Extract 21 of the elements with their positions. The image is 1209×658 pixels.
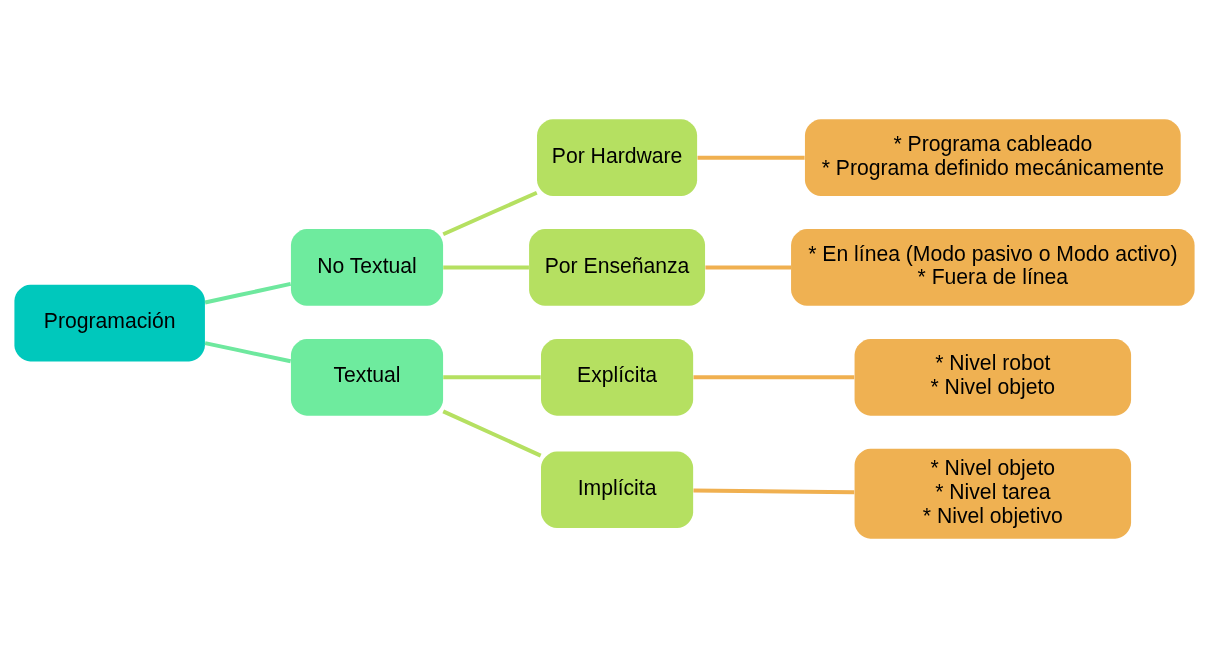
node-box: Por Enseñanza xyxy=(529,229,706,306)
node-box: Implícita xyxy=(541,451,694,529)
node-box: Programación xyxy=(14,284,205,362)
node-box: Textual xyxy=(290,338,444,416)
connector xyxy=(697,155,805,160)
connector xyxy=(204,341,292,364)
node-box: * Nivel robot * Nivel objeto xyxy=(854,338,1132,416)
node-box: No Textual xyxy=(290,229,444,306)
connector xyxy=(705,265,791,270)
connector xyxy=(442,409,542,458)
node-box: * En línea (Modo pasivo o Modo activo) * Fuera de línea xyxy=(791,229,1195,306)
connector xyxy=(443,375,541,380)
connector xyxy=(693,488,855,495)
connector xyxy=(204,281,292,305)
node-box: * Nivel objeto * Nivel tarea * Nivel objetivo xyxy=(854,448,1132,539)
connector xyxy=(442,190,538,237)
node-box: * Programa cableado * Programa definido mecánicamente xyxy=(804,119,1181,197)
connector xyxy=(693,375,855,380)
node-box: Por Hardware xyxy=(537,119,698,197)
node-box: Explícita xyxy=(541,338,694,416)
connector xyxy=(443,265,529,270)
